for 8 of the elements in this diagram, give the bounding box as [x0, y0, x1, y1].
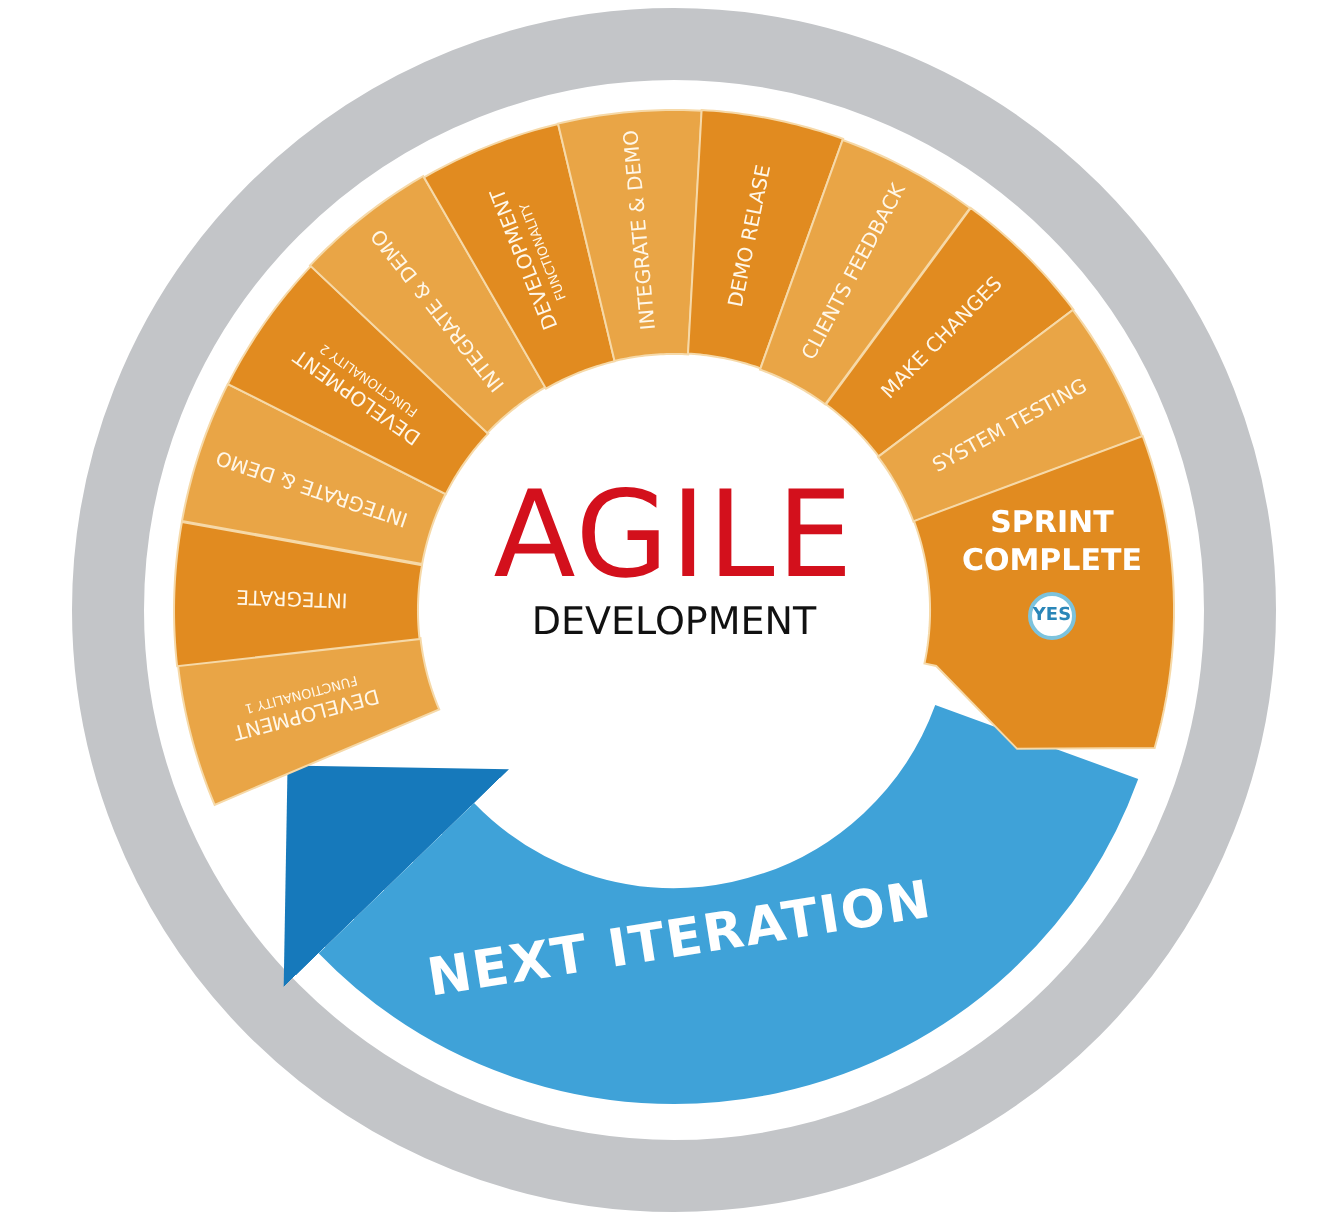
segment-title: INTEGRATE & DEMO [620, 128, 660, 331]
segment-title: INTEGRATE [236, 584, 349, 611]
heading-title: AGILE [491, 470, 857, 602]
segment-title: DEMO RELASE [724, 162, 776, 309]
ring-segment [177, 638, 439, 806]
heading-subtitle: DEVELOPMENT [529, 600, 819, 644]
edge-label: NEXT ITERATION [421, 868, 939, 1014]
segment-title: SPRINT COMPLETE [960, 503, 1144, 580]
